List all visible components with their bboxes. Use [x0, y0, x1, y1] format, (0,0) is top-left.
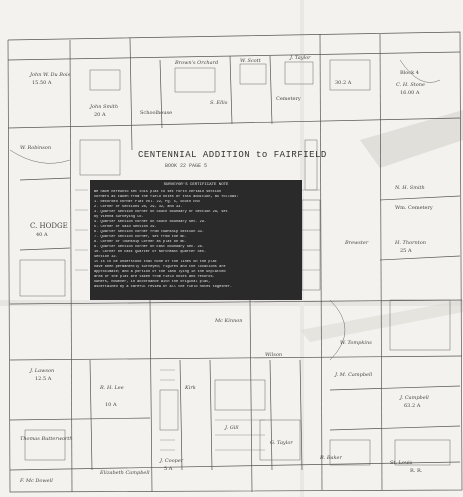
acreage-label: 20 A: [94, 112, 106, 118]
parcel-label: B. Baker: [320, 455, 342, 461]
parcel-label: Kirk: [185, 385, 196, 391]
parcel-label: J. Campbell: [400, 395, 429, 401]
acreage-label: 63.2 A: [404, 403, 421, 409]
notes-line: by Vienna Surveying Co.: [94, 215, 144, 219]
notes-line: It is to be understood that none of the …: [94, 260, 217, 264]
parcel-label: Elizabeth Campbell: [100, 470, 150, 476]
parcel-label: G. Taylor: [270, 440, 293, 446]
notes-header: SURVEYOR'S CERTIFICATE NOTE: [163, 183, 229, 187]
parcel-label: Brewster: [345, 240, 369, 246]
parcel-label: J. M. Campbell: [335, 372, 373, 378]
notes-line: 9. Quarter Section corner on East bounda…: [94, 245, 204, 249]
acreage-label: 40 A: [36, 232, 48, 238]
notes-line: 2. Corner of Sections 28, 29, 32, and 33…: [94, 205, 183, 209]
notes-line: 3. Quarter Section corner on South bound…: [94, 210, 228, 214]
parcel-label: R. R.: [410, 468, 423, 474]
parcel-label: Brown's Orchard: [175, 60, 219, 66]
notes-line: 7. Quarter section corner, set from the …: [94, 235, 187, 239]
parcel-label: Cemetery: [276, 96, 301, 102]
notes-line: 1. Recorded corner Plat Vol. 22, Pg. 5, …: [94, 200, 200, 204]
acreage-label: 5 A: [164, 466, 173, 472]
parcel-label: Wilson: [265, 352, 283, 358]
acreage-label: 30.2 A: [335, 80, 352, 86]
parcel-label: J. Cooper: [160, 458, 184, 464]
parcel-label: Thomas Butterworth: [20, 436, 73, 442]
parcel-label: W. Robinson: [20, 145, 52, 151]
parcel-label: Schoolhouse: [140, 110, 173, 116]
notes-line: approximate; and a portion of the land l…: [94, 270, 226, 274]
notes-line: 5. Corner of said Section 29.: [94, 225, 157, 229]
parcel-label: H. Thornton: [395, 240, 426, 246]
parcel-label: W. Scott: [240, 58, 261, 64]
parcel-label: J. Gill: [225, 425, 239, 431]
notes-line: 8. Corner of Township Corner as plat on …: [94, 240, 187, 244]
notes-line: Section 32.: [94, 255, 118, 259]
notes-line: We have hereunto set this plat to set fo…: [94, 190, 222, 194]
parcel-label: John Smith: [90, 104, 119, 110]
parcel-label: Block 4: [400, 70, 419, 76]
parcel-label: W. Tompkins: [340, 340, 372, 346]
parcel-label: R. H. Lee: [100, 385, 124, 391]
parcel-label: J. Lawson: [30, 368, 55, 374]
parcel-label: Mc Kinnon: [215, 318, 243, 324]
plat-title: CENTENNIAL ADDITION to FAIRFIELD: [138, 150, 327, 160]
notes-line: 4. Quarter section corner on South bound…: [94, 220, 207, 224]
acreage-label: 10 A: [105, 402, 117, 408]
acreage-label: 15.50 A: [32, 80, 52, 86]
parcel-label: F. Mc Dowell: [20, 478, 53, 484]
parcel-label: C. H. Stone: [396, 82, 425, 88]
notes-line: Owners, however, in accordance with the …: [94, 280, 211, 284]
parcel-label: N. H. Smith: [395, 185, 425, 191]
parcel-label: C. HODGE: [30, 222, 68, 230]
notes-line: ascertained by a careful review of all t…: [94, 285, 233, 289]
parcel-label: Wm. Cemetery: [395, 205, 433, 211]
parcel-label: S. Ellis: [210, 100, 228, 106]
acreage-label: 25 A: [400, 248, 412, 254]
parcel-label: John W. Du Bois: [30, 72, 71, 78]
notes-line: area of the plat are taken from field no…: [94, 275, 215, 279]
notes-line: corners as taken from the field notes of…: [94, 195, 239, 199]
parcel-label: J. Taylor: [290, 55, 311, 61]
acreage-label: 16.00 A: [400, 90, 420, 96]
acreage-label: 12.5 A: [35, 376, 52, 382]
notes-line: 6. Quarter Section corner from township …: [94, 230, 204, 234]
parcel-label: St. Louis: [390, 460, 413, 466]
notes-line: have been permanently surveyed; figures …: [94, 265, 226, 269]
notes-line: 10. Corner on East Quarter of Northeast …: [94, 250, 207, 254]
surveyor-notes-panel: SURVEYOR'S CERTIFICATE NOTE We have here…: [90, 180, 302, 300]
plat-book-page: BOOK 22 PAGE 5: [165, 163, 208, 169]
